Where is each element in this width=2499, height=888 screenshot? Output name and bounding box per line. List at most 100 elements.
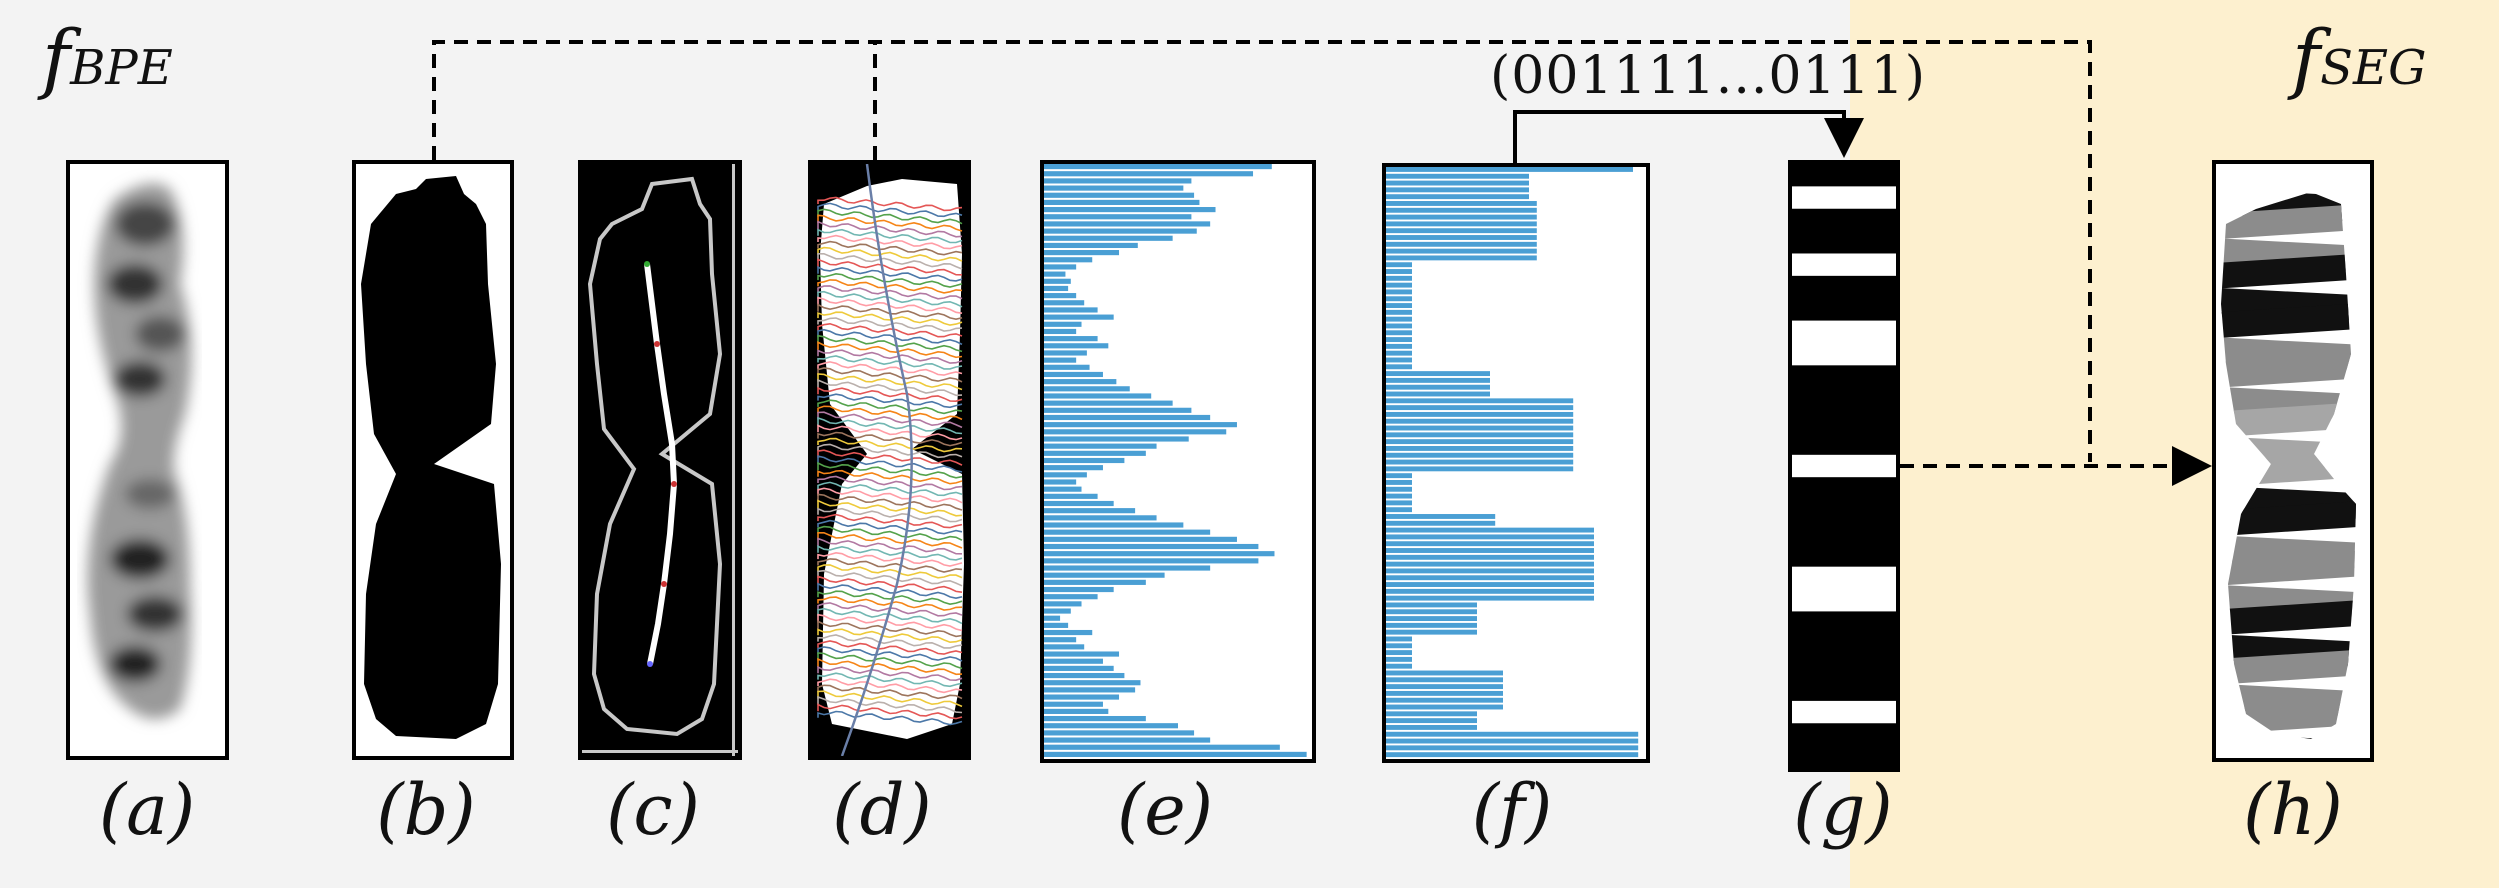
perpendicular-line — [817, 411, 963, 429]
caption-b: (b) — [376, 769, 476, 851]
normalized-bar — [1386, 534, 1594, 540]
ideogram-band — [2221, 550, 2356, 586]
panel-c-contour-skeleton — [578, 160, 742, 760]
perpendicular-line — [817, 652, 963, 670]
perpendicular-line — [817, 265, 963, 282]
normalized-bar — [1386, 296, 1412, 302]
profile-bar — [1044, 457, 1125, 464]
profile-bar — [1044, 436, 1189, 442]
normalized-bar — [1386, 343, 1412, 349]
perpendicular-line — [817, 596, 963, 611]
normalized-bar — [1386, 459, 1574, 465]
profile-bar — [1044, 450, 1146, 456]
barcode-band — [1792, 477, 1896, 501]
normalized-bar — [1386, 643, 1412, 649]
perpendicular-line — [817, 481, 963, 497]
perpendicular-line — [817, 272, 963, 288]
normalized-bar — [1386, 650, 1412, 656]
profile-bar — [1044, 658, 1103, 664]
profile-bar — [1044, 529, 1211, 535]
perpendicular-line — [817, 634, 963, 649]
normalized-bar — [1386, 228, 1537, 234]
profile-bar — [1044, 422, 1237, 428]
caption-f: (f) — [1471, 769, 1553, 851]
perpendicular-line — [817, 208, 963, 225]
profile-bar — [1044, 221, 1211, 227]
normalized-bar — [1386, 697, 1503, 703]
profile-bar — [1044, 465, 1103, 471]
chromosome-mask — [361, 176, 501, 739]
normalized-bar — [1386, 357, 1412, 363]
profile-bar — [1044, 715, 1146, 722]
normalized-bar — [1386, 663, 1412, 669]
profile-bar — [1044, 207, 1216, 213]
normalized-bar — [1386, 690, 1503, 696]
profile-bar — [1044, 565, 1211, 571]
perpendicular-line — [817, 355, 963, 370]
profile-bar — [1044, 379, 1117, 385]
barcode-band — [1792, 253, 1896, 277]
perpendicular-line — [817, 328, 963, 346]
density-profile-bars — [1044, 164, 1307, 757]
perpendicular-line — [817, 487, 963, 504]
normalized-bar — [1386, 350, 1412, 356]
normalized-bar — [1386, 275, 1412, 281]
profile-bar — [1044, 515, 1157, 521]
profile-bar — [1044, 343, 1109, 349]
profile-bar — [1044, 708, 1109, 714]
perpendicular-line — [817, 373, 963, 391]
normalized-bar — [1386, 718, 1477, 724]
ideogram-band — [2221, 302, 2356, 339]
profile-bar — [1044, 257, 1093, 263]
profile-bar — [1044, 400, 1173, 406]
normalized-bar — [1386, 235, 1537, 240]
profile-bar — [1044, 285, 1069, 292]
profile-bar — [1044, 737, 1211, 743]
normalized-bar — [1386, 527, 1594, 533]
profile-bar — [1044, 644, 1085, 650]
normalized-bar — [1386, 439, 1574, 445]
perpendicular-line — [817, 551, 963, 567]
perpendicular-line — [817, 564, 963, 579]
chromosome-image — [87, 183, 192, 719]
profile-bar — [1044, 479, 1077, 485]
normalized-bar — [1386, 622, 1477, 628]
profile-bar — [1044, 586, 1114, 593]
normalized-bar — [1386, 588, 1594, 594]
normalized-bar — [1386, 520, 1496, 526]
profile-bar — [1044, 393, 1152, 399]
caption-h: (h) — [2243, 769, 2343, 851]
profile-bar — [1044, 751, 1307, 757]
perpendicular-line — [817, 575, 963, 593]
perpendicular-line — [817, 695, 963, 714]
perpendicular-line — [817, 525, 963, 541]
normalized-bar — [1386, 724, 1477, 730]
caption-g: (g) — [1793, 769, 1893, 851]
perpendicular-line — [817, 296, 963, 314]
perpendicular-line — [817, 665, 963, 682]
perpendicular-line — [817, 507, 963, 523]
perpendicular-lines-image — [817, 164, 964, 756]
barcode-band — [1792, 365, 1896, 389]
profile-bar — [1044, 622, 1069, 628]
perpendicular-line — [817, 196, 963, 212]
normalized-bar — [1386, 493, 1412, 499]
normalized-bar — [1386, 282, 1412, 288]
profile-bar — [1044, 651, 1120, 657]
normalized-bar — [1386, 303, 1412, 308]
barcode-band — [1792, 589, 1896, 613]
profile-bar — [1044, 235, 1173, 241]
profile-bar — [1044, 701, 1103, 707]
normalized-bar — [1386, 561, 1594, 567]
barcode-band — [1792, 700, 1896, 724]
ideogram-band — [2221, 253, 2356, 289]
right-background-region — [1850, 0, 2499, 888]
profile-bar — [1044, 572, 1165, 578]
normalized-bar — [1386, 207, 1537, 213]
perpendicular-line — [817, 220, 963, 238]
profile-bar — [1044, 687, 1136, 693]
normalized-bar — [1386, 575, 1594, 581]
barcode-band — [1792, 432, 1896, 456]
profile-bar — [1044, 694, 1120, 700]
perpendicular-line — [817, 341, 963, 359]
